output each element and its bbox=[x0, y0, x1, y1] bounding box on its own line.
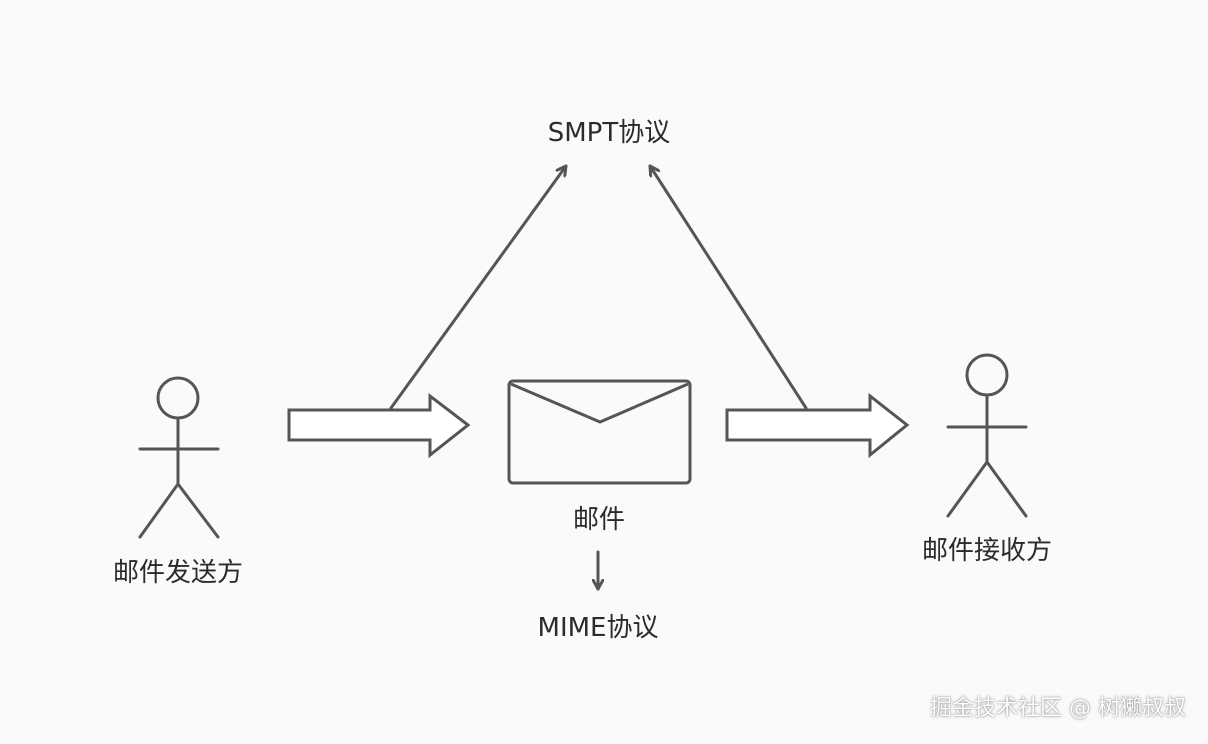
watermark: 掘金技术社区 @ 树獭叔叔 bbox=[930, 696, 1186, 721]
mime-label: MIME协议 bbox=[538, 613, 659, 643]
sender-stick-figure-icon bbox=[138, 376, 220, 539]
smtp-label: SMPT协议 bbox=[548, 118, 671, 148]
send-block-arrow bbox=[287, 392, 471, 459]
mail-label: 邮件 bbox=[573, 505, 625, 535]
receive-block-arrow bbox=[725, 392, 910, 459]
sender-label: 邮件发送方 bbox=[113, 558, 243, 588]
receiver-stick-figure-icon bbox=[946, 353, 1028, 518]
receiver-label: 邮件接收方 bbox=[922, 536, 1052, 566]
mail-envelope-icon bbox=[507, 379, 692, 485]
smtp-arrow-right bbox=[648, 164, 808, 410]
smtp-arrow-left bbox=[389, 164, 568, 410]
